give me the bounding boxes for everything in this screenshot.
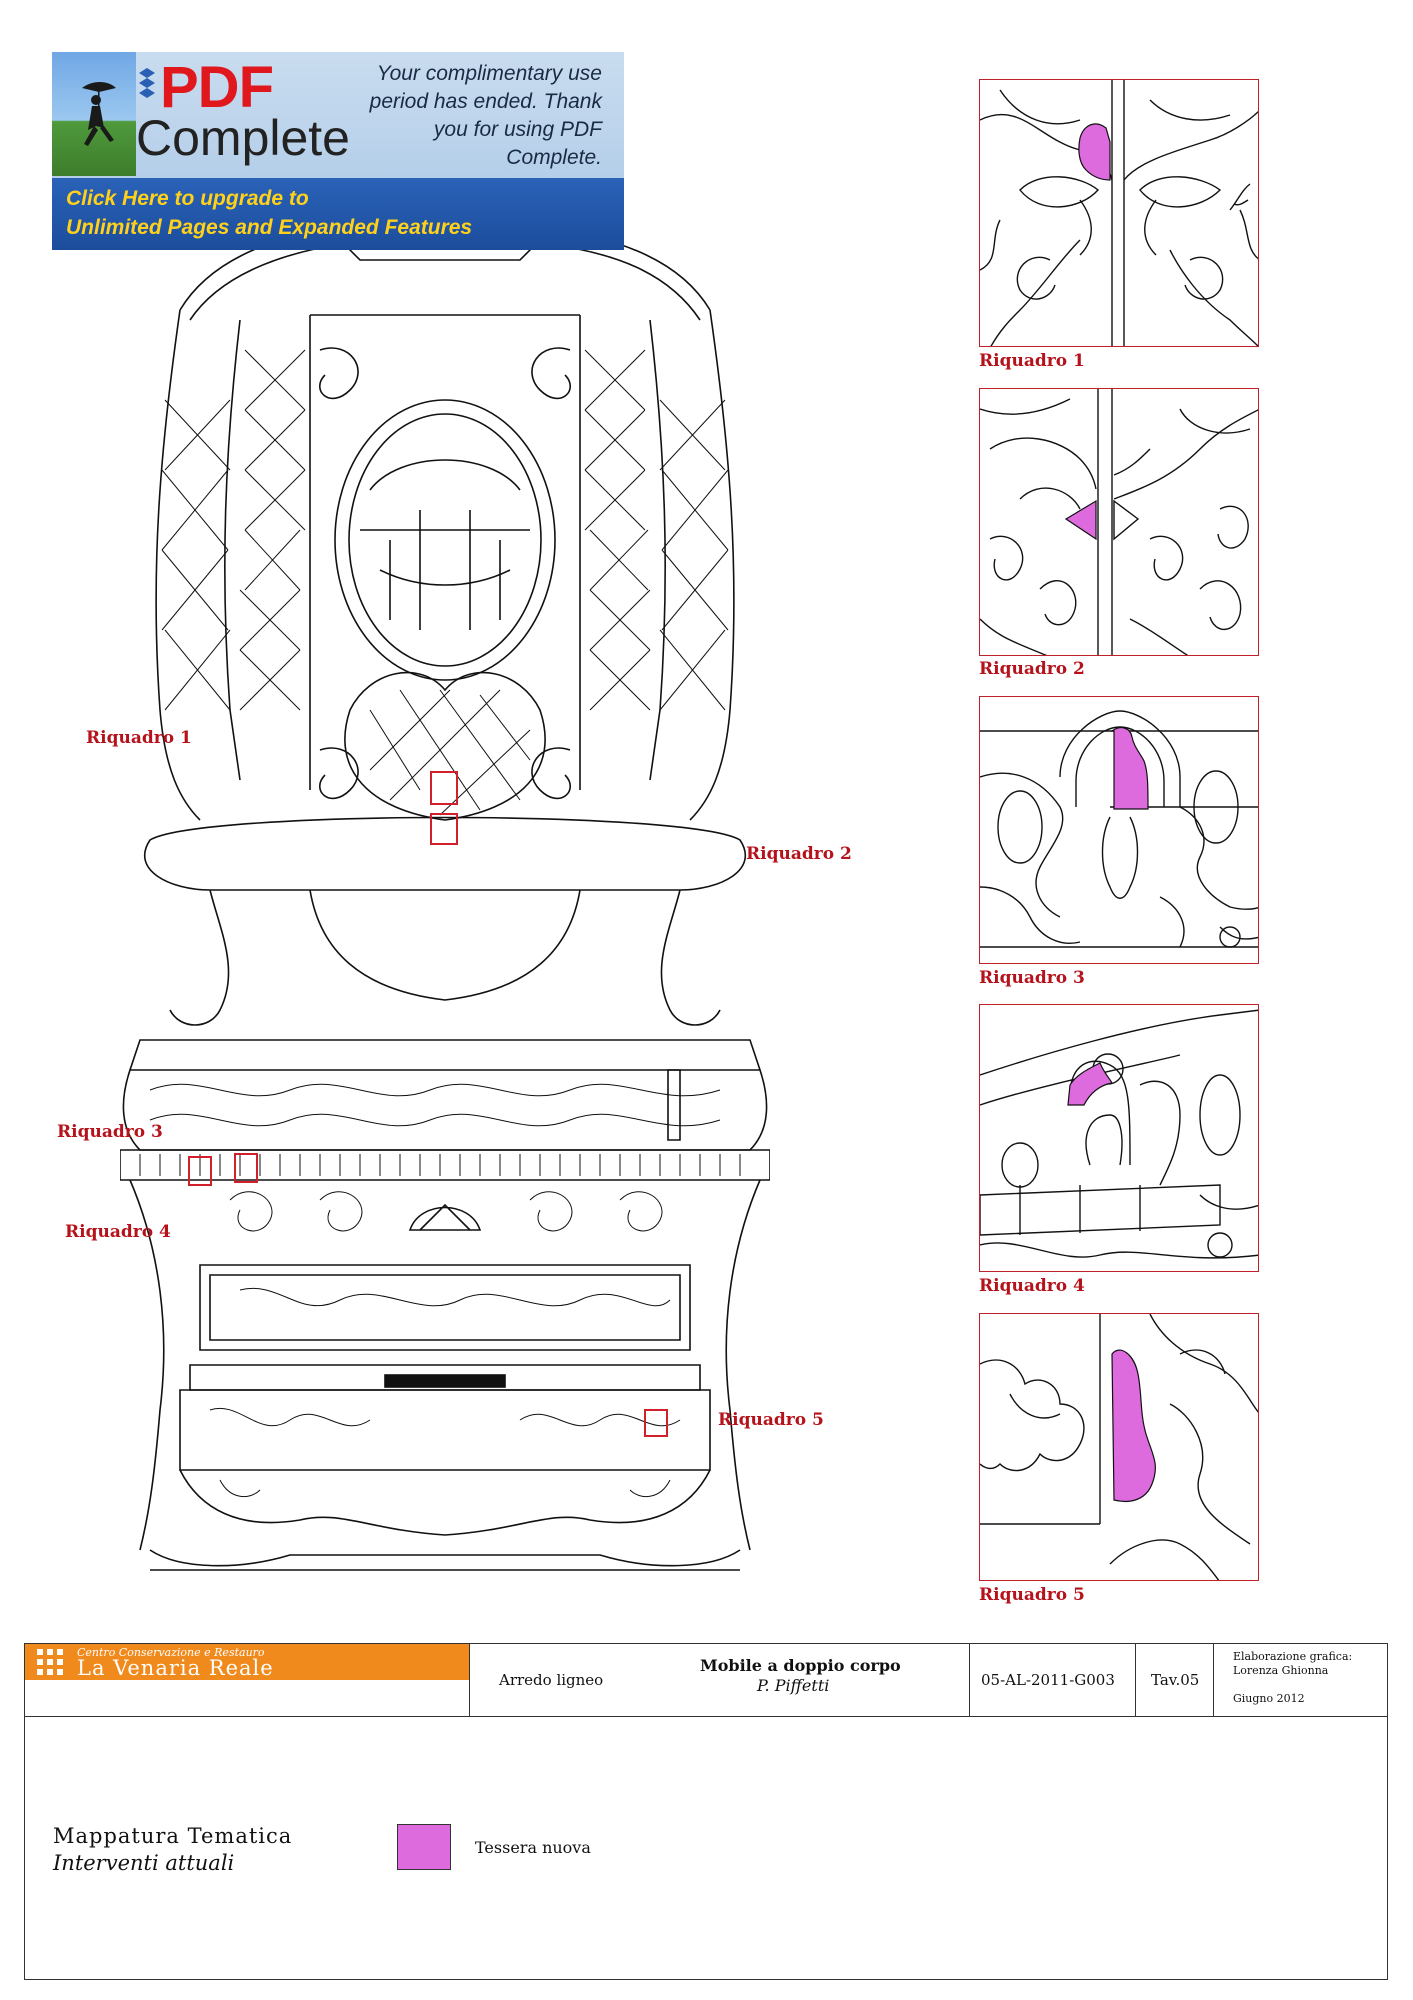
detail-label-5: Riquadro 5 [979, 1585, 1085, 1605]
date-label: Giugno 2012 [1233, 1692, 1305, 1705]
callout-riquadro-1: Riquadro 1 [86, 728, 192, 748]
venaria-logo: Centro Conservazione e Restauro La Venar… [25, 1644, 469, 1680]
pdf-complete-upgrade-banner[interactable]: PDF Complete Your complimentary use peri… [52, 52, 624, 250]
sheet-number: Tav.05 [1151, 1671, 1200, 1689]
legend-swatch-new-tile [397, 1824, 451, 1870]
cabinet-drawing [120, 161, 770, 1571]
layers-icon [139, 68, 155, 98]
drawing-code: 05-AL-2011-G003 [981, 1671, 1115, 1689]
grid-logo-icon [37, 1649, 63, 1675]
callout-riquadro-2: Riquadro 2 [746, 844, 852, 864]
cta-line-2: Unlimited Pages and Expanded Features [66, 216, 473, 239]
object-author: P. Piffetti [757, 1676, 830, 1695]
banner-message: Your complimentary use period has ended.… [369, 62, 602, 169]
credit-label: Elaborazione grafica: [1233, 1650, 1353, 1663]
marker-riquadro-4[interactable] [234, 1153, 258, 1183]
callout-riquadro-4: Riquadro 4 [65, 1222, 171, 1242]
callout-riquadro-5: Riquadro 5 [718, 1410, 824, 1430]
detail-label-4: Riquadro 4 [979, 1276, 1085, 1296]
detail-label-1: Riquadro 1 [979, 351, 1085, 371]
detail-panel-2 [979, 388, 1259, 656]
logo-title: La Venaria Reale [77, 1656, 274, 1680]
brand-complete: Complete [136, 110, 350, 166]
credit-name: Lorenza Ghionna [1233, 1664, 1329, 1677]
detail-label-3: Riquadro 3 [979, 968, 1085, 988]
detail-label-2: Riquadro 2 [979, 659, 1085, 679]
banner-photo [52, 52, 136, 176]
cta-line-1: Click Here to upgrade to [66, 187, 309, 210]
title-block: Centro Conservazione e Restauro La Venar… [24, 1643, 1388, 1980]
detail-panel-3 [979, 696, 1259, 964]
upgrade-link[interactable]: Click Here to upgrade to Unlimited Pages… [52, 178, 624, 250]
marker-riquadro-5[interactable] [644, 1409, 668, 1437]
detail-panel-5 [979, 1313, 1259, 1581]
map-subtitle: Interventi attuali [53, 1851, 235, 1875]
category-label: Arredo ligneo [499, 1671, 604, 1689]
brand-pdf: PDF [160, 55, 274, 120]
logo-subtitle: Centro Conservazione e Restauro [77, 1646, 265, 1659]
callout-riquadro-3: Riquadro 3 [57, 1122, 163, 1142]
map-title: Mappatura Tematica [53, 1824, 293, 1848]
detail-panel-1 [979, 79, 1259, 347]
marker-riquadro-2[interactable] [430, 813, 458, 845]
object-title: Mobile a doppio corpo [700, 1656, 901, 1675]
marker-riquadro-3[interactable] [188, 1156, 212, 1186]
legend-label: Tessera nuova [475, 1838, 591, 1857]
detail-panel-4 [979, 1004, 1259, 1272]
marker-riquadro-1[interactable] [430, 771, 458, 805]
